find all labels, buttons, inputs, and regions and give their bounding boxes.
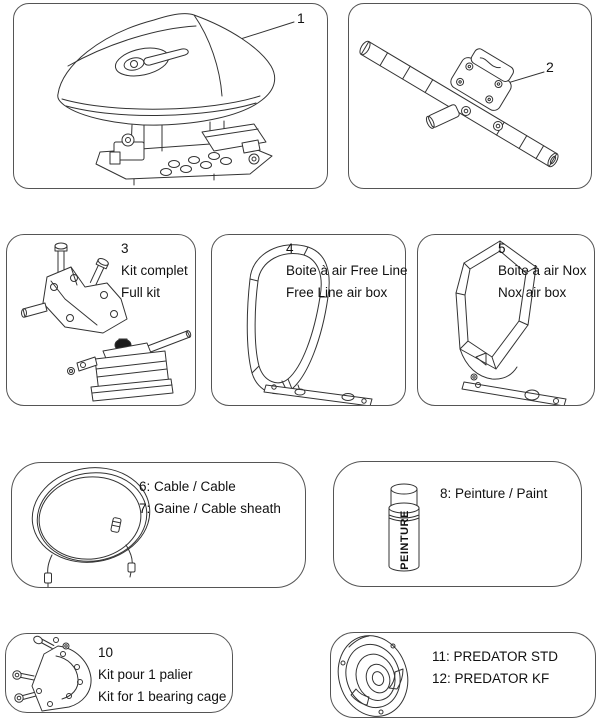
- caption-en: Kit for 1 bearing cage: [98, 689, 227, 704]
- caption-fr: Boite à air Free Line: [286, 263, 408, 278]
- caption-en: Nox air box: [498, 285, 567, 300]
- panel-bearing-kit: 10 Kit pour 1 palier Kit for 1 bearing c…: [5, 633, 233, 713]
- panel-paint: PEINTURE 8: Peinture / Paint: [333, 461, 582, 587]
- panel-caption: 8: Peinture / Paint: [440, 483, 547, 505]
- caption-en: Full kit: [121, 285, 161, 300]
- can-label: PEINTURE: [399, 510, 411, 570]
- panel-caption: 3 Kit complet Full kit: [121, 238, 188, 304]
- panel-predator: 11: PREDATOR STD 12: PREDATOR KF: [330, 632, 596, 718]
- caption-sheath: 7: Gaine / Cable sheath: [139, 501, 281, 516]
- part-number-label: 1: [297, 10, 305, 26]
- part-number-label: 4: [286, 241, 294, 256]
- panel-axle: 2: [348, 3, 592, 189]
- panel-caption: 10 Kit pour 1 palier Kit for 1 bearing c…: [98, 642, 226, 708]
- clutch-drum-drawing: [337, 635, 409, 717]
- nox-airbox-frame-drawing: [455, 240, 567, 405]
- part-number-label: 5: [498, 241, 506, 256]
- caption-fr: Kit pour 1 palier: [98, 667, 193, 682]
- panel-cable: 6: Cable / Cable 7: Gaine / Cable sheath: [11, 462, 306, 588]
- panel-caption: 6: Cable / Cable 7: Gaine / Cable sheath: [139, 476, 281, 520]
- cable-coil-drawing: [31, 467, 151, 587]
- caption-cable: 6: Cable / Cable: [139, 479, 236, 494]
- part-number-label: 10: [98, 645, 114, 660]
- caption-en: Free Line air box: [286, 285, 388, 300]
- bearing-cage-bracket-drawing: [12, 635, 92, 712]
- part-number-label: 2: [546, 59, 554, 75]
- engine-cowling-assembly-drawing: [57, 13, 295, 186]
- panel-caption: 4 Boite à air Free Line Free Line air bo…: [286, 238, 408, 304]
- spray-can-drawing: PEINTURE: [388, 483, 420, 572]
- caption-fr: Kit complet: [121, 263, 188, 278]
- part-number-label: 3: [121, 241, 129, 256]
- panel-full-kit: 3 Kit complet Full kit: [6, 234, 196, 406]
- bracket-carburetor-kit-drawing: [21, 242, 192, 402]
- panel-engine: 1: [13, 3, 328, 189]
- caption-predator-kf: 12: PREDATOR KF: [432, 671, 550, 686]
- freeline-airbox-frame-drawing: [246, 244, 373, 405]
- caption-fr: Boite à air Nox: [498, 263, 587, 278]
- caption-paint: 8: Peinture / Paint: [440, 486, 548, 501]
- handlebar-axle-drawing: [359, 40, 559, 168]
- panel-caption: 5 Boite à air Nox Nox air box: [498, 238, 587, 304]
- panel-airbox-freeline: 4 Boite à air Free Line Free Line air bo…: [211, 234, 408, 406]
- caption-predator-std: 11: PREDATOR STD: [432, 649, 559, 664]
- panel-caption: 11: PREDATOR STD 12: PREDATOR KF: [432, 646, 558, 690]
- panel-airbox-nox: 5 Boite à air Nox Nox air box: [417, 234, 595, 406]
